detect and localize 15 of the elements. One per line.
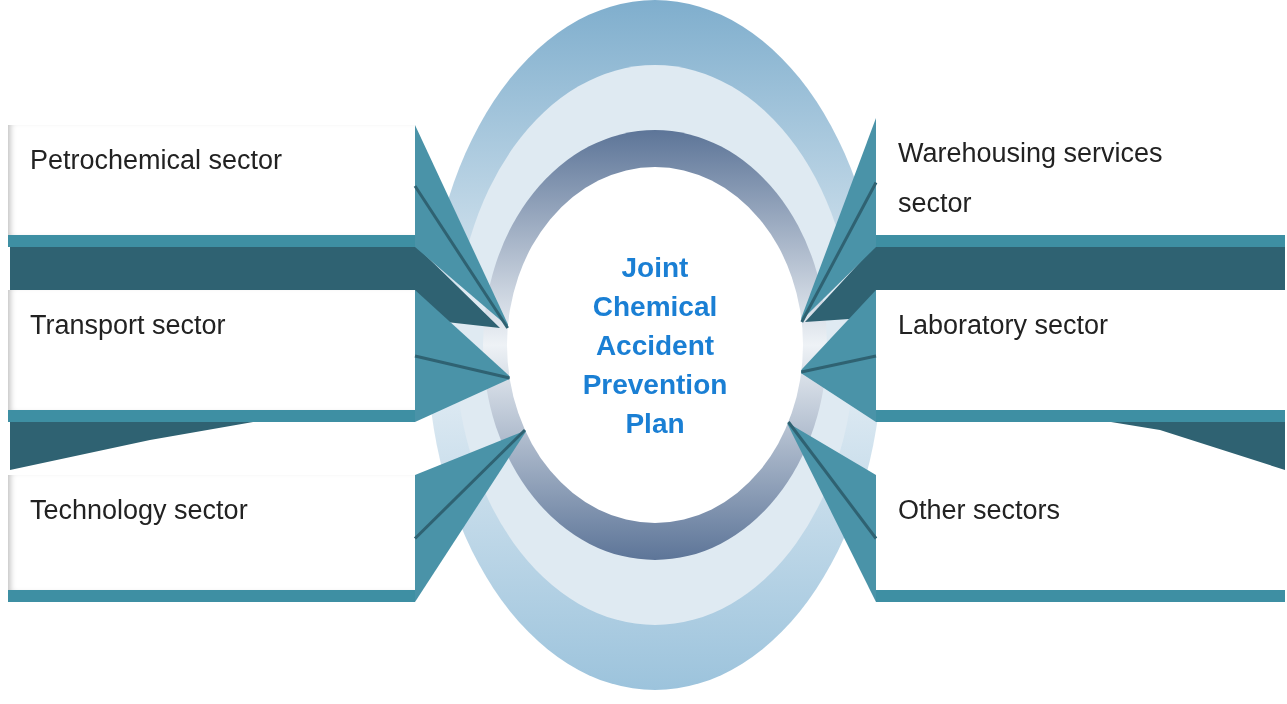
connector-line (800, 181, 878, 323)
connector-line (787, 421, 878, 540)
sector-label: Petrochemical sector (30, 144, 284, 177)
sector-box (876, 290, 1285, 422)
sector-label: Other sectors (898, 494, 1062, 527)
sector-box (8, 475, 415, 602)
plan-title: Joint Chemical Accident Prevention Plan (581, 250, 729, 441)
sector-label: Warehousing services sector (898, 137, 1164, 220)
sector-box (8, 125, 415, 247)
sector-label: Laboratory sector (898, 309, 1110, 342)
connector-line (414, 354, 510, 380)
sector-label: Transport sector (30, 309, 227, 342)
sector-label: Technology sector (30, 494, 249, 527)
sector-box (8, 290, 415, 422)
connector-line (800, 354, 877, 374)
